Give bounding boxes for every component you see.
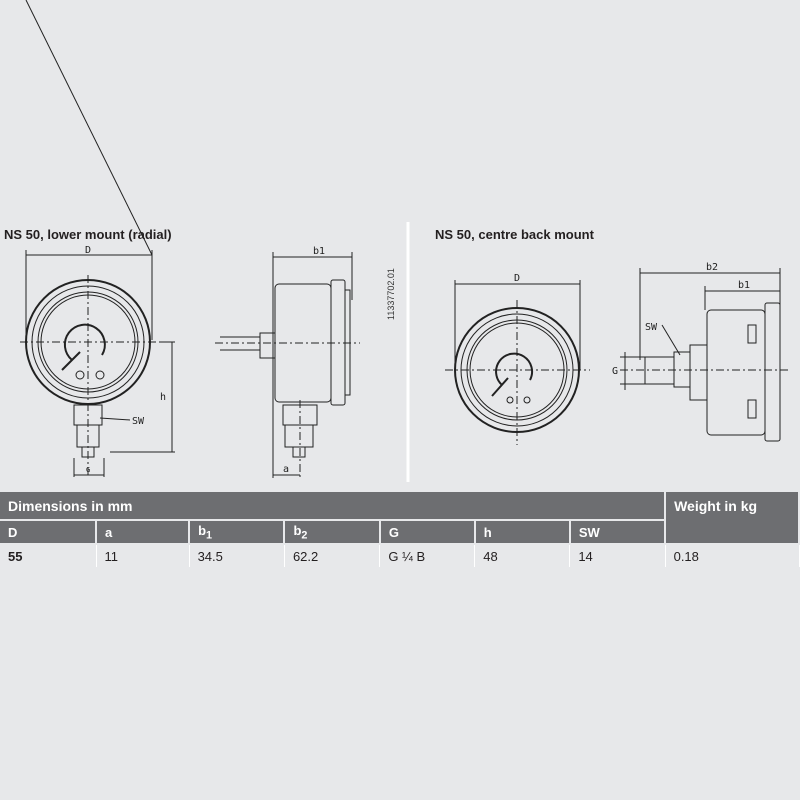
dim-label-SW-right: SW [645,322,658,333]
dim-label-G-right: G [612,366,618,377]
technical-drawings: D SW h G b1 a D b2 b1 SW G [20,0,790,482]
table-row: 55 11 34.5 62.2 G ¼ B 48 14 0.18 [0,544,800,569]
dim-label-D: D [85,245,91,256]
value-weight: 0.18 [665,544,800,569]
dim-label-SW: SW [132,416,145,427]
col-b1: b1 [189,520,286,545]
side-view-lower-mount [215,252,360,478]
col-D: D [0,520,97,545]
dim-label-G: G [86,466,90,474]
weight-header: Weight in kg [665,492,800,545]
value-D: 55 [0,544,97,569]
dim-label-D-right: D [514,273,520,284]
dim-label-a: a [283,464,289,475]
dimensions-header: Dimensions in mm [0,492,667,521]
front-view-back-mount [445,280,590,445]
dim-label-b2: b2 [706,262,718,273]
value-a: 11 [96,544,190,569]
front-view-lower-mount [20,0,175,477]
value-G: G ¼ B [379,544,476,569]
value-b2: 62.2 [284,544,381,569]
dim-label-h: h [160,392,166,403]
col-G: G [379,520,476,545]
value-b1: 34.5 [189,544,285,569]
value-h: 48 [474,544,571,569]
value-SW: 14 [569,544,666,569]
dimensions-table: Dimensions in mm Weight in kg D a b1 b2 … [0,492,800,569]
column-headers: D a b1 b2 G h SW [0,520,799,545]
right-drawing-title: NS 50, centre back mount [435,227,594,242]
dim-label-b1: b1 [313,246,325,257]
col-SW: SW [569,520,667,545]
dim-label-b1-right: b1 [738,280,750,291]
col-a: a [96,520,191,545]
side-view-back-mount [620,268,790,442]
left-drawing-title: NS 50, lower mount (radial) [4,227,172,242]
col-b2: b2 [284,520,381,545]
col-h: h [474,520,571,545]
